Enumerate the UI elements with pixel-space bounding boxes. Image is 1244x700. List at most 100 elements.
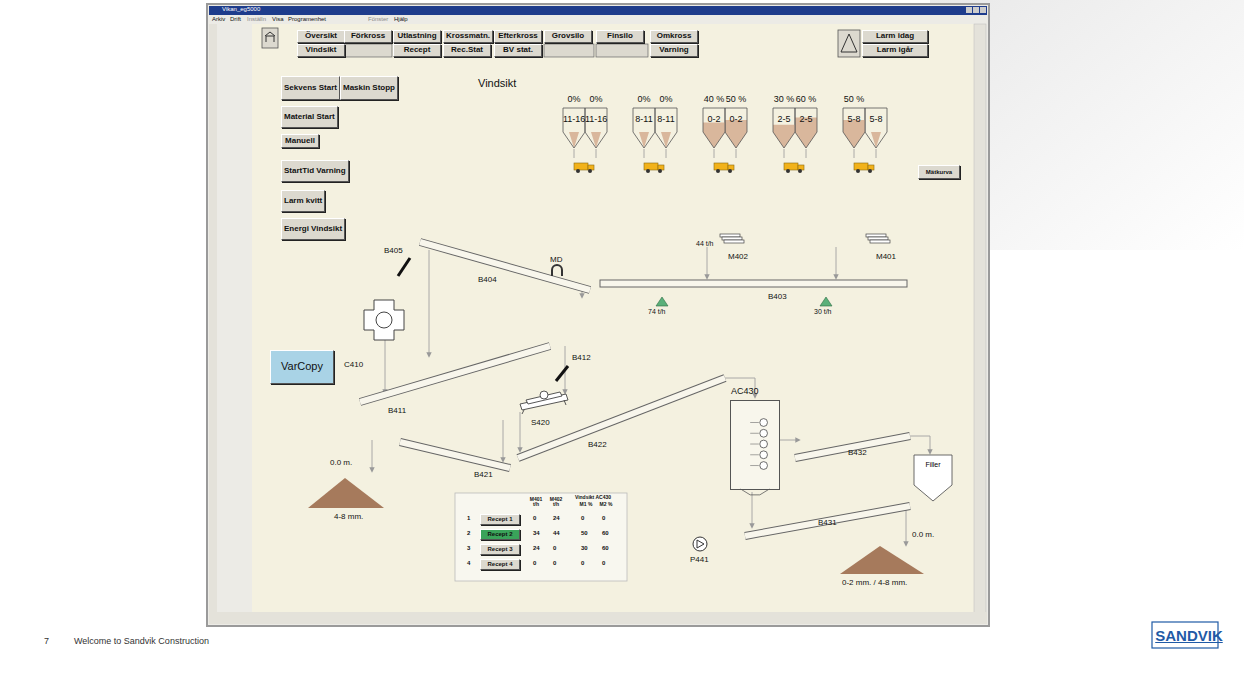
silo-fill — [725, 120, 747, 148]
table-header: M401 t/h — [528, 497, 544, 508]
silo-box: 0%11-16 — [563, 108, 585, 148]
table-cell: 50 — [581, 530, 588, 536]
conveyors — [600, 280, 907, 287]
table-header: M402 t/h — [548, 497, 564, 508]
silo-box: 0%11-16 — [585, 108, 607, 148]
table-cell: 60 — [602, 545, 609, 551]
hmi-button: Vindsikt — [297, 44, 345, 57]
sensor-name: B405 — [384, 246, 403, 255]
table-header: Vindsikt AC430 — [573, 495, 613, 500]
conveyor-name: B421 — [474, 470, 493, 479]
screen-symbol — [526, 392, 562, 404]
logo-box: SANDVIK — [1152, 622, 1226, 648]
hmi-button: Material Start — [281, 106, 338, 128]
node-text: Material Start — [284, 113, 335, 121]
screen-symbol — [522, 410, 524, 414]
node-text: 2-5 — [795, 114, 817, 124]
silo-outline — [725, 108, 747, 148]
belt-weigher — [656, 297, 668, 306]
flow-lines — [385, 340, 386, 392]
silo-box: 0%8-11 — [655, 108, 677, 148]
hmi-button: Sekvens Start — [281, 76, 340, 100]
silo-outlets — [736, 149, 737, 158]
flow-lines — [752, 492, 753, 526]
silo-box: 30 %2-5 — [773, 108, 795, 148]
pump-symbol — [693, 537, 707, 551]
table-cell: 30 — [581, 545, 588, 551]
silo-box: 50 %5-8 — [843, 108, 865, 148]
node-text: 30 % — [769, 94, 799, 104]
hmi-button: Förkross — [344, 30, 392, 43]
screenshot-shadow — [206, 3, 990, 627]
classifier-inner — [731, 401, 779, 489]
hmi-button: Energi Vindsikt — [281, 218, 345, 240]
node-text: Utlastning — [397, 32, 436, 40]
menu-item: Drift — [230, 16, 241, 22]
belt-weigher — [820, 297, 832, 306]
pump-name: P441 — [690, 555, 709, 564]
silo-box: 40 %0-2 — [703, 108, 725, 148]
silo-fill — [795, 118, 817, 148]
flow-lines — [503, 420, 504, 460]
flow-lines — [836, 247, 837, 277]
filler-silo: Filler — [914, 455, 952, 501]
hmi-button: Varning — [650, 44, 698, 57]
window-frame — [208, 5, 988, 625]
menu-item: Inställn — [247, 16, 266, 22]
silo-outline — [655, 108, 677, 148]
home-icon — [265, 32, 275, 42]
node-text: Mätkurva — [926, 169, 952, 175]
node-text: Manuell — [285, 137, 315, 145]
silo-outlets — [854, 149, 855, 158]
silo-outlets — [714, 149, 715, 158]
hmi-button: Krossmatn. — [443, 30, 493, 43]
node-text: 0-2 — [725, 114, 747, 124]
hmi-illustration — [376, 312, 392, 328]
fan-symbol — [760, 419, 768, 427]
node-text: Översikt — [305, 32, 337, 40]
node-text: 40 % — [699, 94, 729, 104]
node-text: 8-11 — [633, 114, 655, 124]
table-header: M1 % — [578, 502, 594, 507]
node-text: 50 % — [721, 94, 751, 104]
silo-fill — [843, 120, 865, 148]
node-text: 11-16 — [585, 114, 607, 124]
stockpile — [840, 546, 924, 574]
silo-outlets — [784, 149, 785, 158]
hmi-button: Omkross — [650, 30, 698, 43]
magnet-symbol — [552, 265, 562, 276]
scale-name: M402 — [728, 252, 748, 261]
hmi-illustration — [720, 234, 744, 243]
node-text: 0% — [581, 94, 611, 104]
silo-outlets — [876, 149, 877, 158]
silo-outline — [773, 108, 795, 148]
hmi-button: Recept 1 — [480, 514, 520, 525]
magnet-name: MD — [550, 255, 562, 264]
home-button — [262, 28, 278, 48]
row-number: 3 — [467, 545, 470, 551]
fan-symbol — [760, 462, 768, 470]
hmi-button: StartTid Varning — [281, 160, 349, 182]
conveyors — [745, 506, 910, 536]
node-text: Efterkross — [498, 32, 538, 40]
conveyors — [420, 242, 590, 290]
level-value: 0.0 m. — [912, 530, 934, 539]
row-number: 4 — [467, 560, 470, 566]
hmi-background — [252, 24, 974, 612]
conveyors — [745, 506, 910, 536]
blank-buttons — [596, 44, 648, 57]
classifier-hopper — [741, 489, 770, 495]
hmi-button: Grovsilo — [544, 30, 592, 43]
silo-outline — [563, 108, 585, 148]
row-number: 1 — [467, 515, 470, 521]
hmi-illustration — [980, 7, 986, 13]
fan-wire — [750, 422, 759, 423]
blank-buttons — [544, 44, 594, 57]
table-cell: 24 — [553, 515, 560, 521]
conveyor-name: B422 — [588, 440, 607, 449]
node-text: Grovsilo — [552, 32, 584, 40]
hmi-button: Recept 3 — [480, 544, 520, 555]
node-text: Filler — [914, 455, 952, 468]
node-text: 5-8 — [843, 114, 865, 124]
silo-fill — [703, 122, 725, 148]
